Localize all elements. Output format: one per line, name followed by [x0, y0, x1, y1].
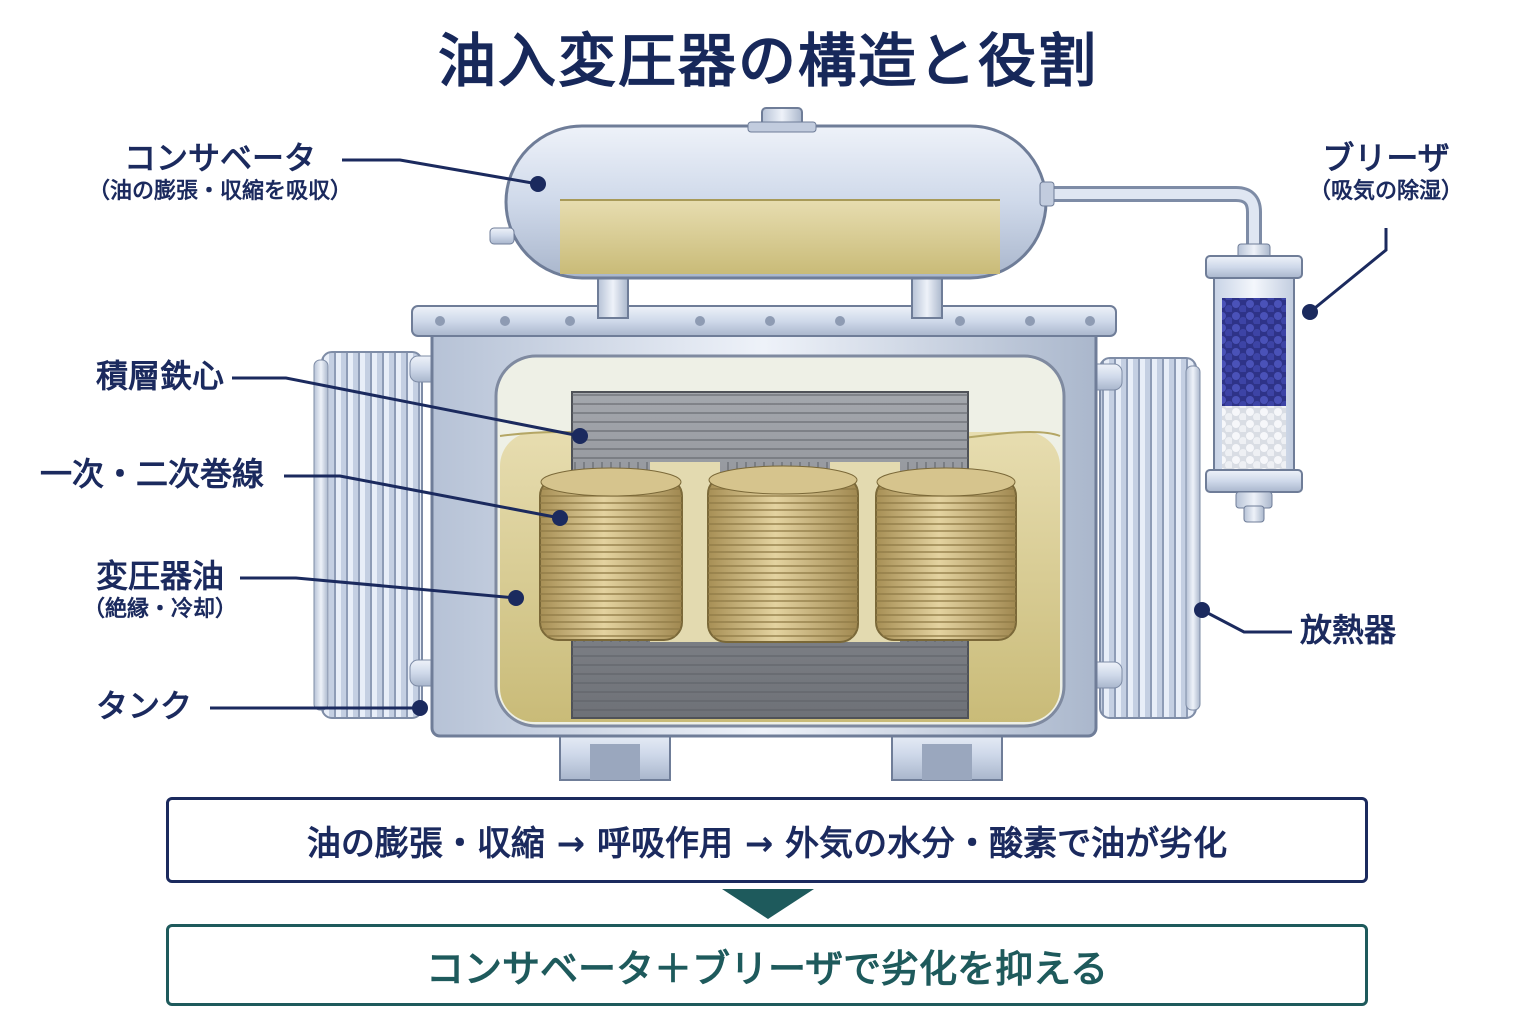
breather-pipe [1039, 181, 1262, 250]
label-transformer-oil: 変圧器油 （絶縁・冷却） [82, 557, 237, 622]
flow-down-arrow [722, 889, 814, 919]
windings [539, 465, 1017, 643]
label-windings: 一次・二次巻線 [40, 455, 265, 493]
conservator-tank [489, 107, 1048, 280]
leader-dots [412, 176, 1318, 716]
label-tank: タンク [96, 687, 193, 725]
radiator-right [1099, 357, 1201, 719]
flow-problem-box: 油の膨張・収縮 → 呼吸作用 → 外気の水分・酸素で油が劣化 [166, 797, 1368, 883]
flow-solution-box: コンサベータ＋ブリーザで劣化を抑える [166, 924, 1368, 1006]
breather-unit [1205, 243, 1303, 523]
label-breather: ブリーザ （吸気の除湿） [1308, 139, 1463, 204]
cover-bolts [435, 316, 1095, 326]
label-radiator: 放熱器 [1300, 611, 1397, 649]
page-title: 油入変圧器の構造と役割 [437, 27, 1098, 95]
radiator-left [313, 351, 423, 719]
leader-lines [210, 158, 1388, 710]
label-conservator: コンサベータ （油の膨張・収縮を吸収） [87, 139, 352, 204]
label-laminated-core: 積層鉄心 [96, 357, 225, 395]
